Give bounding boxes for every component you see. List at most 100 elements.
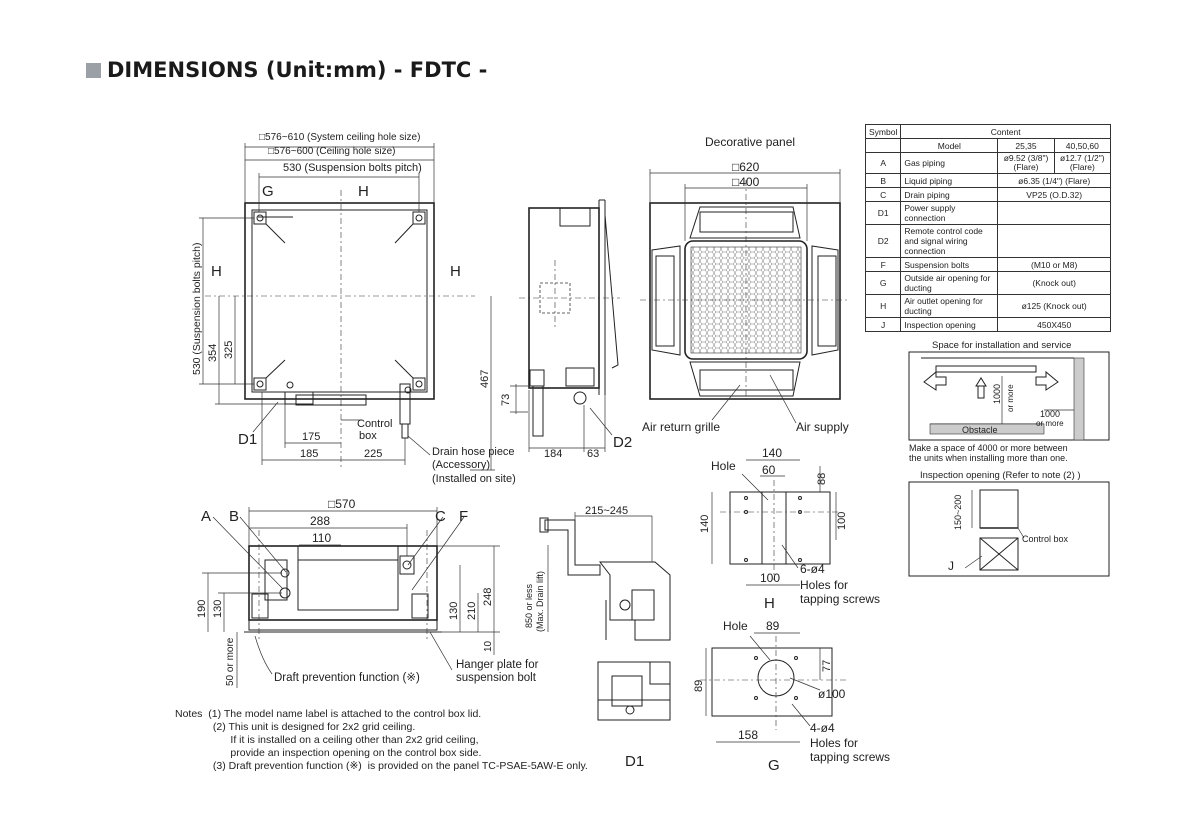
label-h-right: H bbox=[450, 263, 461, 280]
label-decorative-panel: Decorative panel bbox=[705, 135, 795, 149]
dim-570: □570 bbox=[328, 497, 356, 511]
row-symbol: A bbox=[864, 152, 902, 174]
dim-10: 10 bbox=[483, 640, 494, 652]
label-air-return-grille: Air return grille bbox=[642, 420, 720, 434]
dim-89: 89 bbox=[766, 619, 780, 633]
inspection-labels: Inspection opening (Refer to note (2) ) … bbox=[920, 470, 1081, 573]
dim-suspension-bolts-pitch: 530 (Suspension bolts pitch) bbox=[283, 162, 422, 174]
notes: Notes (1) The model name label is attach… bbox=[175, 708, 588, 773]
label-tapping-screws-g: tapping screws bbox=[810, 750, 890, 764]
label-g-detail: G bbox=[768, 757, 780, 774]
row-desc: Liquid piping bbox=[900, 173, 999, 188]
header-symbol: Symbol bbox=[864, 124, 902, 139]
label-d2: D2 bbox=[613, 434, 632, 451]
label-holes-for-g: Holes for bbox=[810, 736, 858, 750]
dim-325: 325 bbox=[223, 341, 235, 359]
model-label: Model bbox=[900, 138, 999, 153]
top-view-labels: □576~610 (System ceiling hole size) □576… bbox=[191, 132, 516, 485]
label-h-detail: H bbox=[764, 595, 775, 612]
dim-1000: 1000 bbox=[1040, 409, 1060, 419]
label-control-box-inspection: Control box bbox=[1022, 534, 1069, 544]
front-view-labels: □570 288 110 A B C F 190 130 130 210 248… bbox=[196, 497, 539, 686]
row-value: (Knock out) bbox=[997, 271, 1111, 295]
row-symbol: D2 bbox=[864, 224, 902, 258]
row-symbol: F bbox=[864, 257, 902, 272]
dim-ceiling-hole: □576~600 (Ceiling hole size) bbox=[268, 146, 396, 157]
label-tapping-screws: tapping screws bbox=[800, 592, 880, 606]
g-detail bbox=[700, 632, 846, 743]
dim-73: 73 bbox=[500, 394, 512, 406]
service-space bbox=[908, 351, 1110, 441]
row-value bbox=[997, 201, 1111, 225]
table-row: A Gas piping ø9.52 (3/8") (Flare) ø12.7 … bbox=[864, 152, 1112, 174]
label-accessory: (Accessory) bbox=[432, 459, 490, 471]
dim-225: 225 bbox=[364, 448, 382, 460]
row-value-1: ø9.52 (3/8") (Flare) bbox=[997, 152, 1055, 174]
table-row: B Liquid piping ø6.35 (1/4") (Flare) bbox=[864, 173, 1111, 188]
label-holes-for: Holes for bbox=[800, 578, 848, 592]
row-desc: Inspection opening bbox=[900, 317, 999, 332]
dim-130-right: 130 bbox=[448, 602, 460, 620]
table-row: F Suspension bolts (M10 or M8) bbox=[864, 257, 1111, 272]
row-value: (M10 or M8) bbox=[997, 257, 1111, 272]
dim-210: 210 bbox=[466, 602, 478, 620]
dim-100-vertical: 100 bbox=[836, 512, 848, 530]
service-labels: Space for installation and service 1000 … bbox=[909, 340, 1071, 463]
drain-view bbox=[539, 512, 671, 641]
dim-190: 190 bbox=[196, 600, 208, 618]
dim-dia-100: ø100 bbox=[818, 687, 846, 701]
g-detail-labels: Hole 89 89 77 ø100 158 4-ø4 Holes for ta… bbox=[693, 619, 890, 774]
row-value-2: ø12.7 (1/2") (Flare) bbox=[1053, 152, 1112, 174]
label-drain-hose-piece: Drain hose piece bbox=[432, 446, 515, 458]
dim-110: 110 bbox=[312, 531, 331, 545]
label-j: J bbox=[948, 559, 954, 573]
label-draft-prevention: Draft prevention function (※) bbox=[274, 672, 420, 684]
dim-400: □400 bbox=[732, 175, 760, 189]
label-installed-on-site: (Installed on site) bbox=[432, 473, 516, 485]
table-row: C Drain piping VP25 (O.D.32) bbox=[864, 187, 1111, 202]
label-d1: D1 bbox=[238, 431, 257, 448]
dim-63: 63 bbox=[587, 448, 599, 460]
label-b: B bbox=[229, 508, 239, 525]
dim-max-drain-lift: (Max. Drain lift) bbox=[535, 571, 545, 632]
dim-467: 467 bbox=[479, 370, 491, 388]
h-detail-labels: Hole 140 60 88 140 100 100 6-ø4 Holes fo… bbox=[699, 446, 880, 612]
row-desc: Drain piping bbox=[900, 187, 999, 202]
row-desc: Air outlet opening for ducting bbox=[900, 294, 999, 318]
side-view-labels: 73 184 63 D2 bbox=[500, 394, 632, 460]
row-desc: Outside air opening for ducting bbox=[900, 271, 999, 295]
title-text: DIMENSIONS (Unit:mm) - FDTC - bbox=[107, 58, 488, 82]
dim-620: □620 bbox=[732, 160, 760, 174]
table-row: H Air outlet opening for ducting ø125 (K… bbox=[864, 294, 1111, 318]
dim-side-suspension-pitch: 530 (Suspension bolts pitch) bbox=[191, 243, 203, 376]
label-4-holes: 4-ø4 bbox=[810, 721, 835, 735]
note-line: (3) Draft prevention function (※) is pro… bbox=[175, 760, 588, 772]
dim-175: 175 bbox=[302, 431, 320, 443]
label-hanger-plate: Hanger plate for bbox=[456, 659, 539, 671]
row-value: VP25 (O.D.32) bbox=[997, 187, 1111, 202]
table-model-row: Model 25,35 40,50,60 bbox=[864, 138, 1112, 153]
label-h-left: H bbox=[211, 263, 222, 280]
label-c: C bbox=[435, 508, 446, 525]
row-value bbox=[997, 224, 1111, 258]
top-view-outline bbox=[244, 202, 435, 400]
inspection-opening bbox=[908, 481, 1110, 577]
model-40-50-60: 40,50,60 bbox=[1053, 138, 1112, 153]
dim-100: 100 bbox=[760, 571, 780, 585]
label-hole-g: Hole bbox=[723, 619, 748, 633]
dim-354: 354 bbox=[207, 344, 219, 362]
row-desc: Remote control code and signal wiring co… bbox=[900, 224, 999, 258]
note-line: If it is installed on a ceiling other th… bbox=[175, 734, 479, 746]
dim-850-or-less: 850 or less bbox=[524, 583, 534, 628]
dim-288: 288 bbox=[310, 514, 330, 528]
label-h-top: H bbox=[358, 183, 369, 200]
row-symbol: C bbox=[864, 187, 902, 202]
dim-248: 248 bbox=[482, 588, 494, 606]
label-d1-detail: D1 bbox=[625, 753, 644, 770]
title-marker bbox=[86, 62, 101, 78]
d1-detail: D1 bbox=[597, 661, 671, 770]
dim-89-vertical: 89 bbox=[693, 680, 705, 692]
page-title: DIMENSIONS (Unit:mm) - FDTC - bbox=[86, 58, 487, 82]
header-content: Content bbox=[900, 124, 1111, 139]
